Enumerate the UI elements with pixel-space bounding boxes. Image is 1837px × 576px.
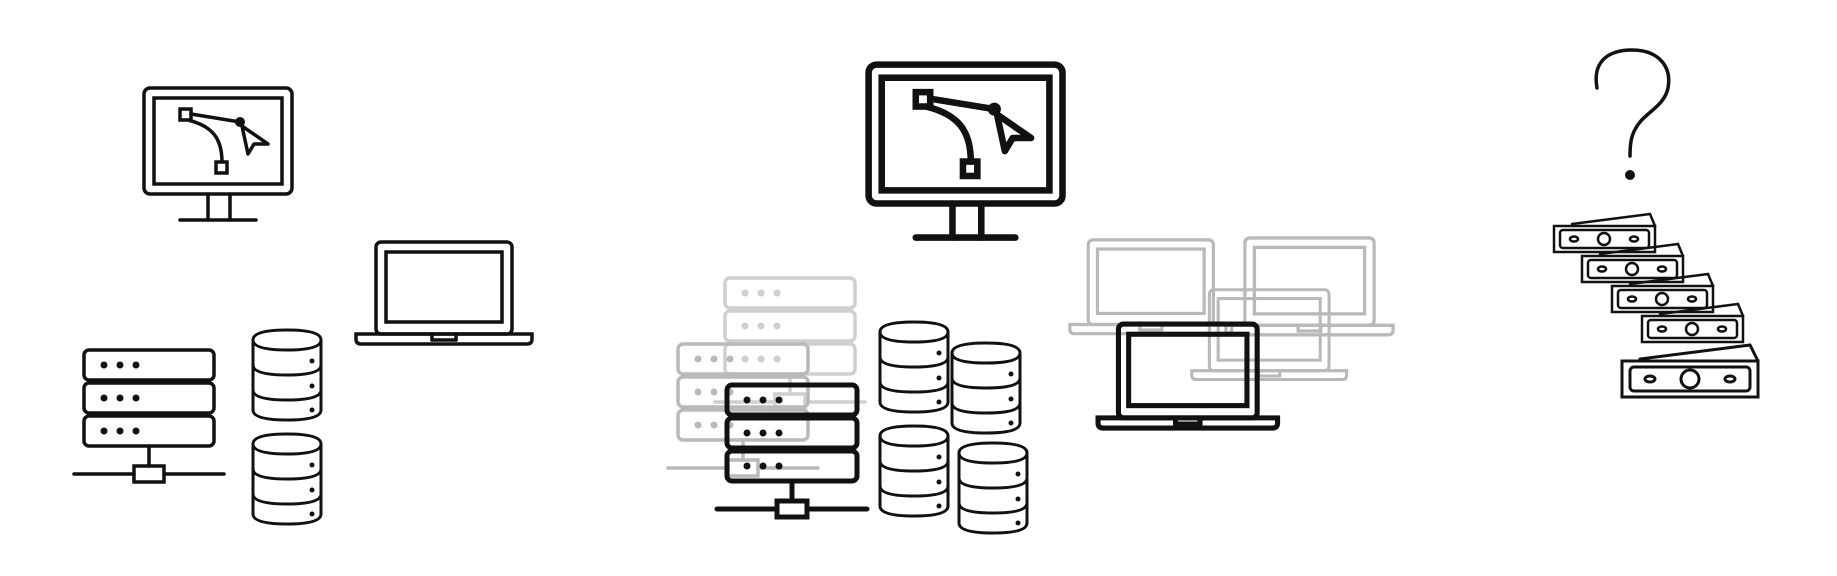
design-monitor-icon — [869, 65, 1063, 238]
laptop-icon — [1098, 324, 1278, 428]
server-rack-icon — [717, 385, 867, 517]
panel-3 — [1552, 48, 1760, 399]
design-monitor-icon — [142, 86, 294, 222]
panel-2 — [666, 65, 1395, 535]
database-icon — [878, 424, 950, 518]
database-icon — [950, 341, 1022, 435]
panel-1 — [72, 86, 534, 526]
faded-laptop-icon — [1224, 236, 1395, 337]
database-icon — [878, 320, 950, 414]
database-icon — [957, 441, 1029, 535]
question-mark-icon — [1594, 48, 1671, 180]
laptop-icon — [354, 240, 534, 346]
server-rack-icon — [72, 348, 226, 484]
database-icon — [251, 328, 323, 422]
faded-server-rack-icon — [666, 342, 820, 478]
database-icon — [251, 432, 323, 526]
faded-laptop-icon — [1068, 238, 1234, 336]
banknote-stack-icon — [1552, 212, 1760, 399]
